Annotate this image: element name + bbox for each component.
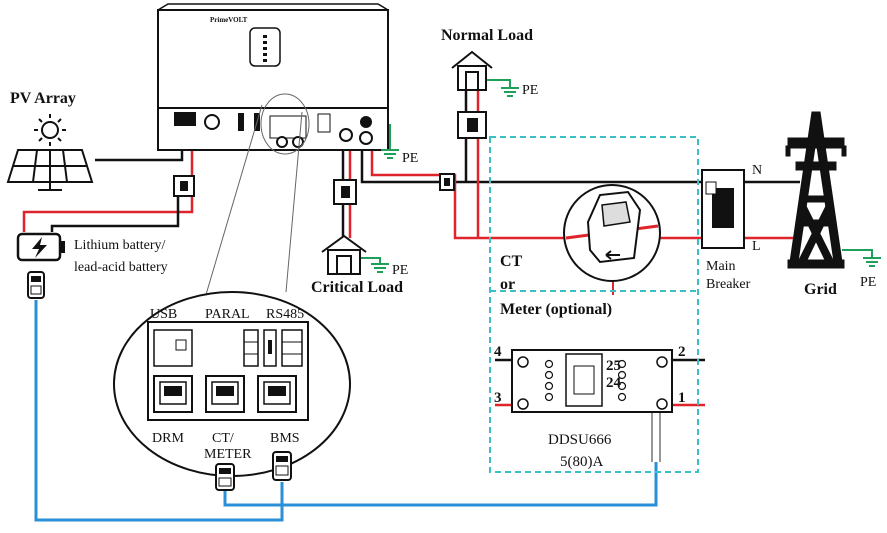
pe-ground-icon-normal [501, 87, 519, 97]
grid-isolator [439, 173, 455, 191]
pe-label-normal: PE [522, 83, 538, 98]
drm-label: DRM [152, 431, 184, 446]
normal-load-label: Normal Load [441, 27, 533, 44]
pe-ground-icon-critical [371, 263, 389, 273]
ct-meter-label-line2: METER [204, 447, 252, 462]
grid-label: Grid [804, 281, 837, 298]
pv-battery-breaker [173, 175, 195, 197]
normal-load-breaker [457, 111, 487, 139]
ct-meter-dashed-box [489, 136, 699, 473]
battery-label-line2: lead-acid battery [74, 260, 168, 275]
meter-terminal-1: 1 [678, 390, 686, 406]
pe-label-inverter: PE [402, 151, 418, 166]
main-breaker-label-line1: Main [706, 259, 736, 274]
dc-switch [204, 114, 220, 130]
usb-label: USB [150, 307, 177, 322]
grid-port [360, 116, 372, 128]
bms-port [257, 375, 297, 413]
energy-meter: 4 3 2 1 25 24 DDSU666 5(80)A [494, 344, 686, 470]
grid-tower-icon [785, 111, 847, 269]
battery-connector [238, 113, 244, 131]
pe-label-critical: PE [392, 263, 408, 278]
meter-comm-wire [651, 410, 661, 462]
meter-terminal-4: 4 [494, 344, 502, 360]
comm-gland-1 [276, 136, 288, 148]
meter-terminal-2: 2 [678, 344, 686, 360]
bms-plug [272, 451, 292, 481]
normal-load: Normal Load PE [441, 27, 538, 98]
live-label: L [752, 239, 761, 254]
inverter: PrimeVOLT [157, 3, 389, 151]
battery-wire-red [22, 118, 194, 232]
battery: Lithium battery/ lead-acid battery [16, 232, 168, 299]
or-label: or [500, 276, 515, 293]
ct-arrow-icon [605, 250, 620, 260]
pe-ground-icon-grid [863, 257, 881, 267]
pe-wire-grid [842, 249, 873, 258]
neutral-label: N [752, 163, 762, 178]
rs485-label: RS485 [266, 307, 304, 322]
comm-port-block [269, 115, 307, 139]
house-icon-critical [321, 234, 367, 275]
solar-panel-icon [6, 149, 94, 191]
pe-ground-icon-inverter [381, 149, 399, 159]
meter-optional-label: Meter (optional) [500, 301, 612, 318]
meter-terminals-left [517, 356, 529, 410]
pv-array-label: PV Array [10, 90, 76, 107]
battery-label-line1: Lithium battery/ [74, 238, 165, 253]
ct-clamp [563, 184, 661, 282]
comm-cable-meter [223, 462, 658, 507]
port-detail: USB PARAL RS485 DRM CT/ MET [113, 291, 351, 477]
backup-port [339, 128, 353, 142]
pe-wire-normal [485, 79, 511, 88]
meter-terminal-25: 25 [606, 358, 621, 374]
meter-rating-label: 5(80)A [560, 454, 603, 470]
meter-terminal-24: 24 [606, 375, 622, 391]
meter-terminal-3: 3 [494, 390, 502, 406]
drm-port [153, 375, 193, 413]
house-icon-normal [451, 50, 493, 91]
sun-icon [34, 114, 66, 146]
inverter-top-bevel [157, 3, 389, 11]
ct-body [586, 190, 642, 264]
brand-label: PrimeVOLT [210, 16, 248, 24]
wiring [22, 79, 873, 522]
pv-connector [174, 112, 196, 126]
pv-array: PV Array [6, 90, 94, 191]
meter-terminals-center [544, 359, 627, 402]
main-breaker: Main Breaker [701, 169, 751, 292]
led-indicators [263, 35, 267, 62]
meter-terminals-right [656, 356, 668, 410]
meter-model-label: DDSU666 [548, 432, 612, 448]
bms-plug-battery [27, 271, 45, 299]
lightning-icon [32, 237, 47, 258]
pe-label-grid: PE [860, 275, 876, 290]
zoom-highlight [260, 93, 310, 155]
ct-meter-label-line1: CT/ [212, 431, 234, 446]
main-breaker-label-line2: Breaker [706, 277, 751, 292]
ct-label: CT [500, 253, 523, 270]
battery-wire-black [50, 196, 180, 232]
ct-meter-port [205, 375, 245, 413]
critical-load-label: Critical Load [311, 279, 403, 296]
zoom-line-left [199, 104, 263, 316]
critical-load: PE Critical Load [311, 234, 408, 296]
comm-cable [34, 300, 284, 522]
paral-port [243, 329, 259, 367]
bms-label: BMS [270, 431, 300, 446]
zoom-line-right [285, 111, 303, 293]
comm-gland-2 [292, 136, 304, 148]
vent-grille [317, 113, 331, 133]
ct-meter-plug [215, 463, 235, 491]
paral-label: PARAL [205, 307, 250, 322]
pe-wire-critical [355, 257, 381, 264]
critical-load-breaker [333, 179, 357, 205]
grid-port-2 [359, 131, 373, 145]
